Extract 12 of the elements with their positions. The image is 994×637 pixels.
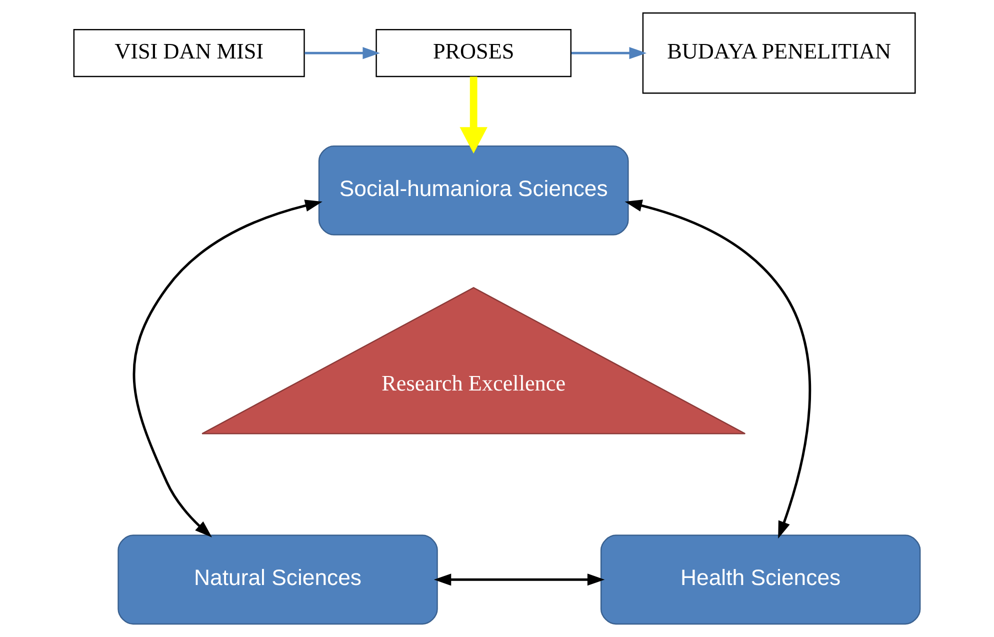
arrow xyxy=(624,200,812,539)
arrow xyxy=(571,47,647,60)
node-box: Health Sciences xyxy=(600,534,921,625)
node-box: PROSES xyxy=(376,29,572,78)
arrow xyxy=(132,200,322,538)
arrow xyxy=(304,47,380,60)
arrow xyxy=(434,574,605,586)
node-box: BUDAYA PENELITIAN xyxy=(642,12,916,94)
arrow xyxy=(460,76,488,154)
node-box: VISI DAN MISI xyxy=(73,29,305,78)
node-box: Social-humaniora Sciences xyxy=(318,145,629,236)
node-box: Natural Sciences xyxy=(118,534,438,625)
